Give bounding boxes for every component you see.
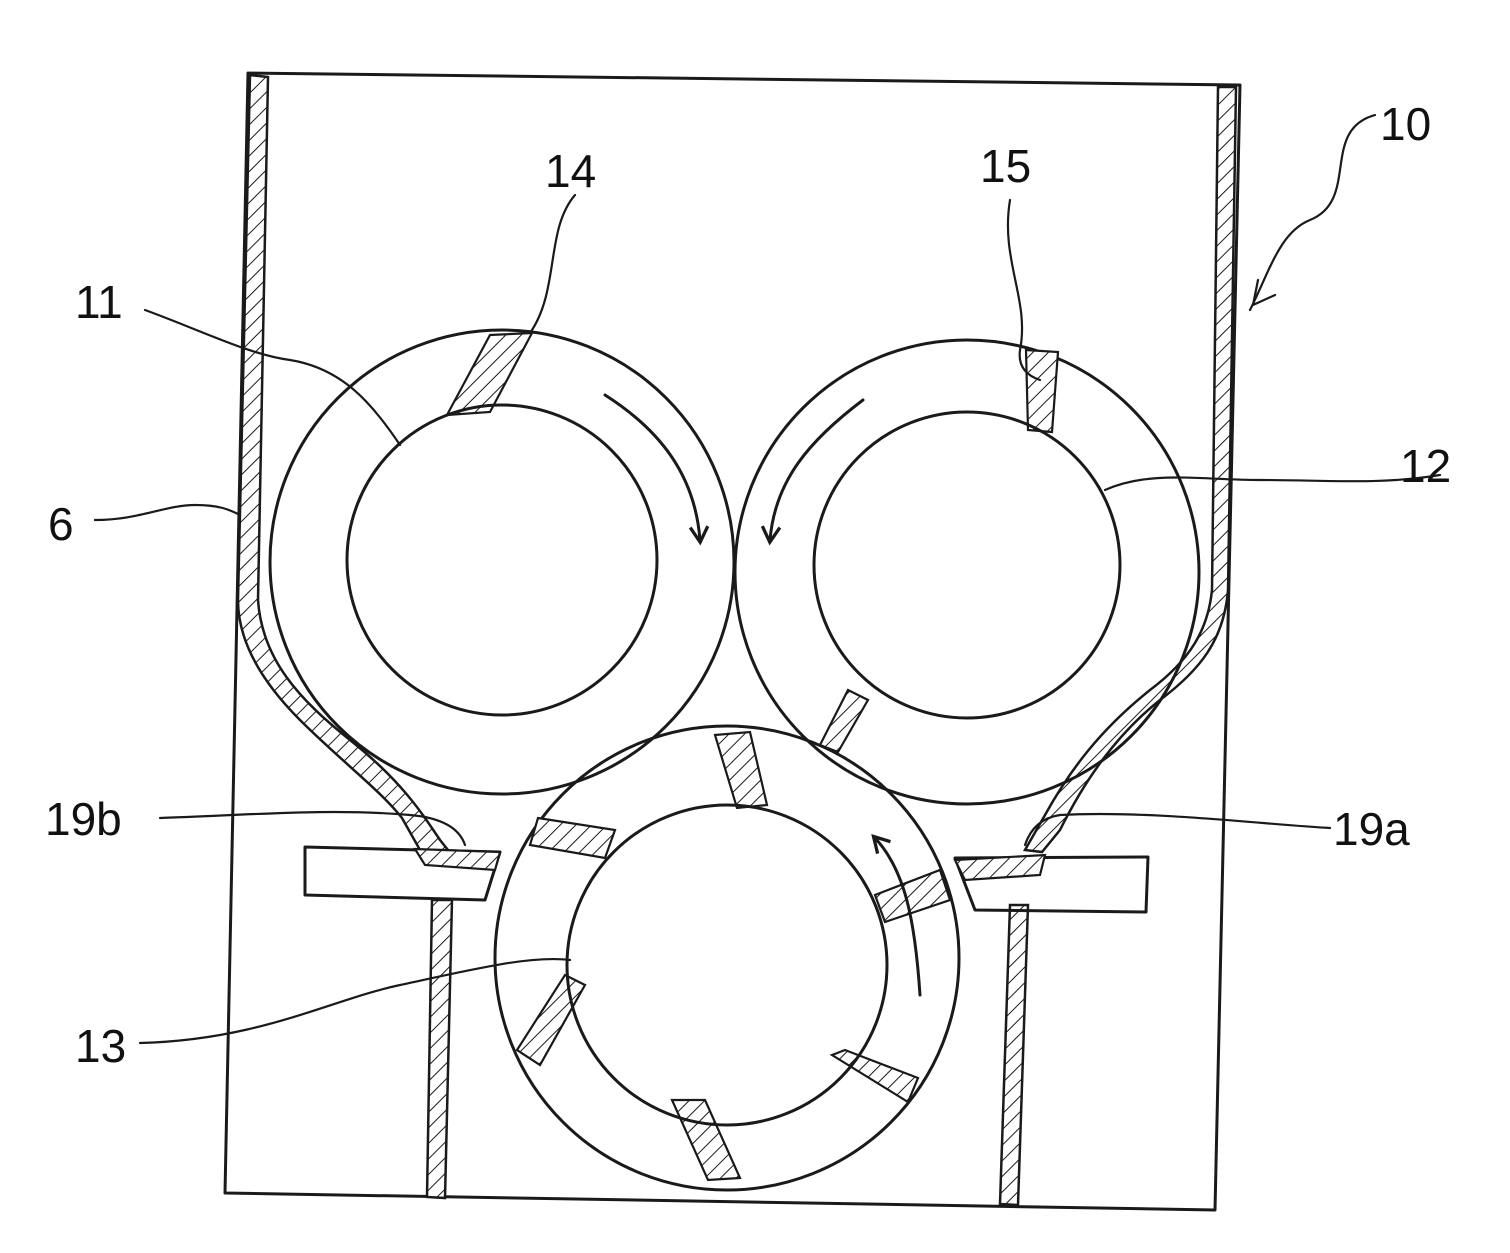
leader-10-head (1253, 280, 1275, 305)
roller-12 (735, 340, 1199, 804)
leader-lines (95, 115, 1440, 1043)
label-6: 6 (48, 498, 74, 550)
leader-14 (530, 195, 575, 333)
label-12: 12 (1400, 440, 1451, 492)
roller-11 (270, 330, 734, 794)
label-15: 15 (980, 140, 1031, 192)
leader-10 (1250, 115, 1375, 310)
scraper-19b (305, 847, 500, 900)
left-wall (238, 75, 452, 1198)
leader-6 (95, 505, 240, 520)
roller-13 (495, 726, 959, 1190)
scraper-19a (955, 855, 1148, 912)
label-13: 13 (75, 1020, 126, 1072)
label-11: 11 (75, 276, 123, 328)
label-14: 14 (545, 145, 596, 197)
leader-12 (1105, 475, 1440, 490)
leader-19a (1025, 814, 1330, 845)
label-19b: 19b (45, 793, 122, 845)
label-10: 10 (1380, 98, 1431, 150)
label-19a: 19a (1333, 803, 1410, 855)
right-wall (1000, 87, 1236, 1205)
housing-frame (225, 73, 1240, 1210)
